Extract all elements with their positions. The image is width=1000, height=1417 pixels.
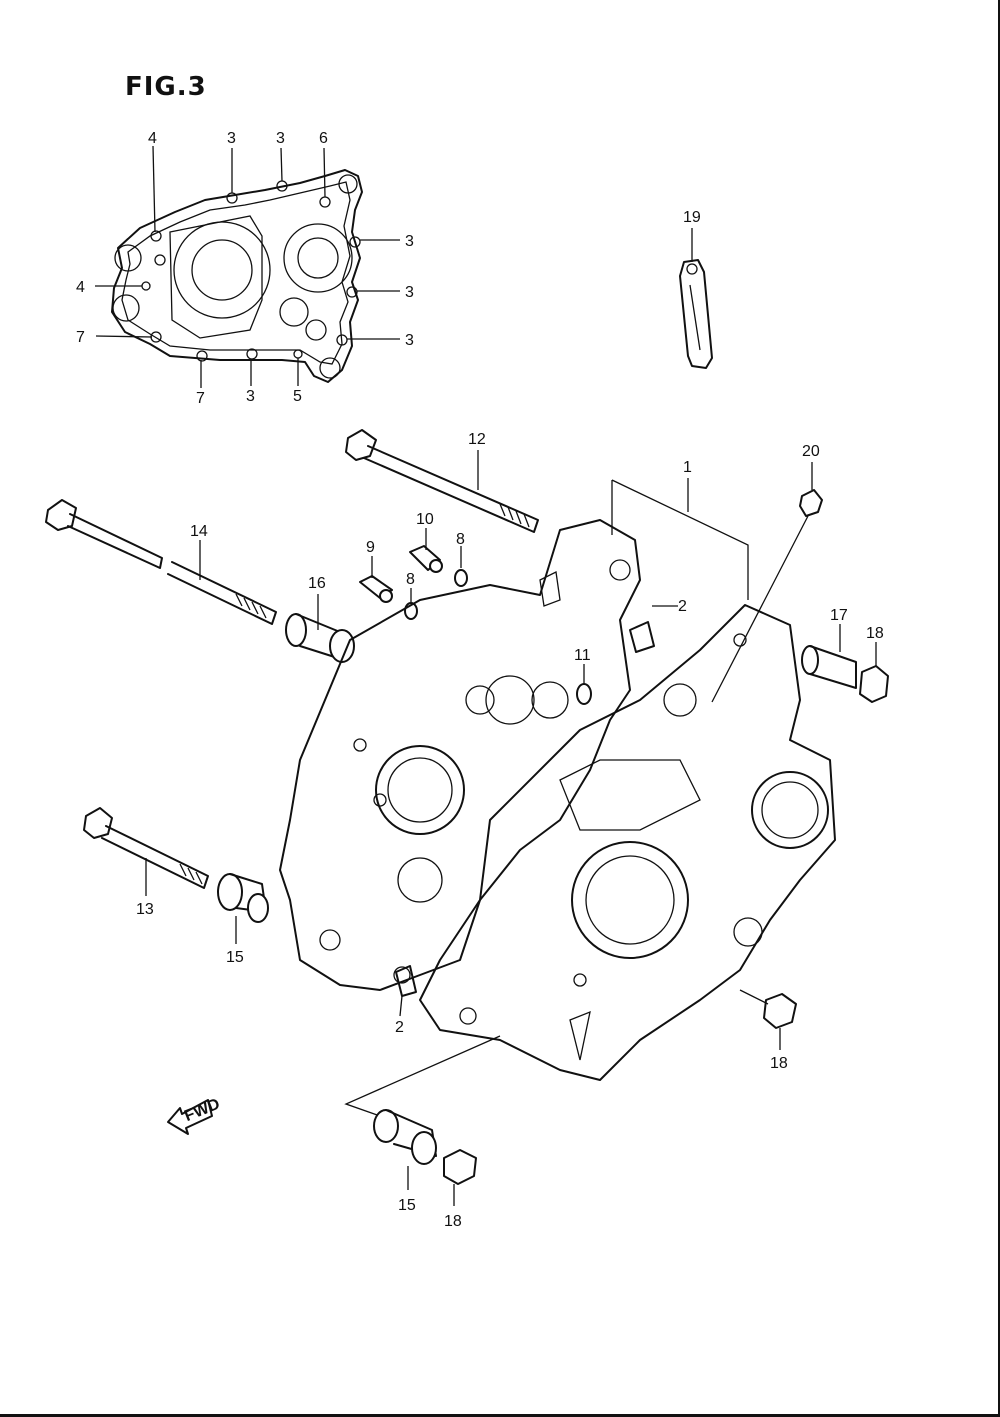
callout-5: 5 <box>293 388 302 405</box>
callout-9: 9 <box>366 539 375 556</box>
part-16-collar <box>285 594 355 663</box>
callout-4: 4 <box>148 130 157 147</box>
callout-8: 8 <box>456 531 465 548</box>
callout-20: 20 <box>802 443 820 460</box>
callout-4: 4 <box>76 279 85 296</box>
crankcase-gasket <box>111 169 363 383</box>
part-15-18-bottom <box>344 1035 501 1206</box>
callout-13: 13 <box>136 901 154 918</box>
part-14-long-bolt <box>45 499 277 625</box>
callout-18: 18 <box>444 1213 462 1230</box>
callout-17: 17 <box>830 607 848 624</box>
fwd-arrow-icon: FWD <box>167 1096 222 1135</box>
callout-6: 6 <box>319 130 328 147</box>
part-13-15-left <box>83 807 269 944</box>
callout-12: 12 <box>468 431 486 448</box>
callout-3: 3 <box>405 332 414 349</box>
callout-3: 3 <box>405 233 414 250</box>
callout-18: 18 <box>866 625 884 642</box>
part-18-lower-right <box>739 989 797 1050</box>
page-border-bottom <box>0 1414 1000 1417</box>
callout-3: 3 <box>405 284 414 301</box>
callout-3: 3 <box>246 388 255 405</box>
figure-title: FIG.3 <box>125 72 207 102</box>
callout-15: 15 <box>398 1197 416 1214</box>
callout-3: 3 <box>227 130 236 147</box>
crankcase-assembly <box>279 478 836 1081</box>
callout-8: 8 <box>406 571 415 588</box>
callout-2: 2 <box>678 598 687 615</box>
callout-18: 18 <box>770 1055 788 1072</box>
part-17-18-right <box>801 624 889 703</box>
callout-7: 7 <box>76 329 85 346</box>
callout-15: 15 <box>226 949 244 966</box>
part-19-strap <box>679 228 713 369</box>
gasket-leaders <box>95 145 400 388</box>
callout-19: 19 <box>683 209 701 226</box>
page-border-right <box>998 0 1000 1417</box>
callout-11: 11 <box>574 647 591 664</box>
callout-10: 10 <box>416 511 434 528</box>
callout-16: 16 <box>308 575 326 592</box>
callout-14: 14 <box>190 523 208 540</box>
callout-3: 3 <box>276 130 285 147</box>
callout-labels: 4 3 3 6 3 4 3 7 3 7 3 5 19 12 1 20 10 9 … <box>76 130 884 1230</box>
callout-1: 1 <box>683 459 692 476</box>
callout-2: 2 <box>395 1019 404 1036</box>
callout-7: 7 <box>196 390 205 407</box>
small-fittings <box>359 462 823 705</box>
part-12-long-bolt <box>345 429 539 533</box>
